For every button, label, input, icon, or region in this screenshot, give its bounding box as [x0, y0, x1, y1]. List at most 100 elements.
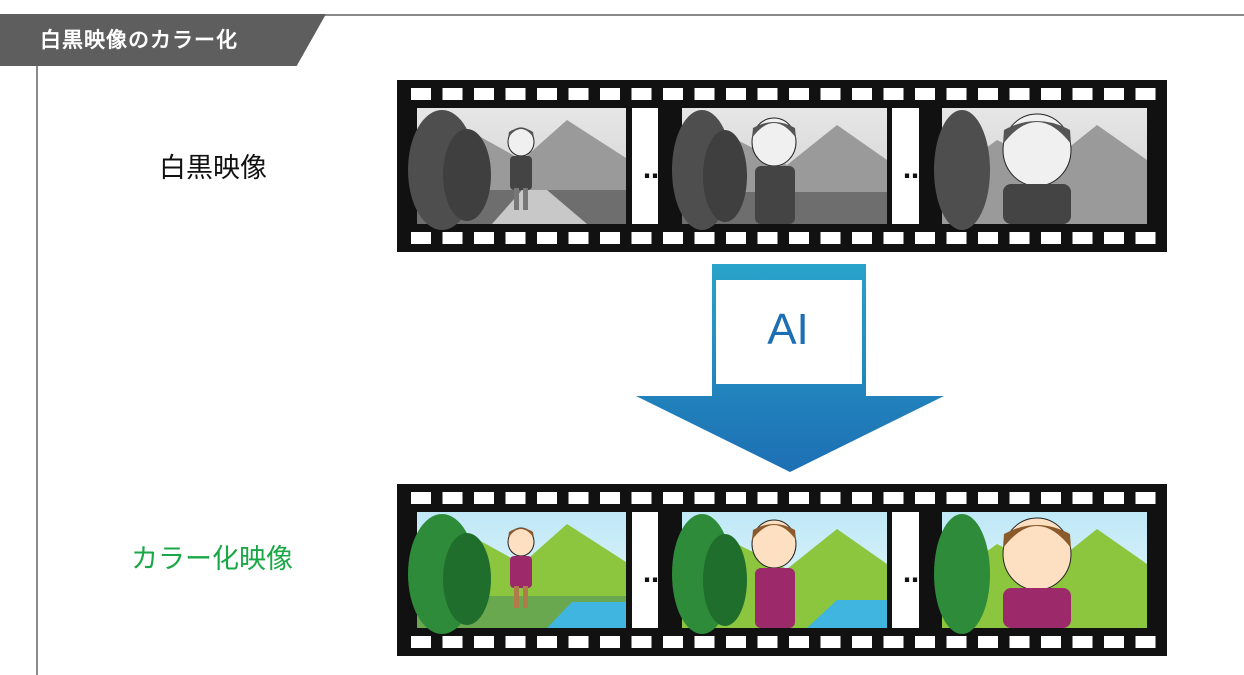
sprocket-hole — [474, 636, 494, 648]
sprocket-hole — [505, 232, 526, 244]
sprocket-hole — [915, 636, 935, 648]
sprocket-hole — [883, 232, 904, 244]
sprocket-hole — [631, 492, 652, 504]
sprocket-hole — [820, 232, 841, 244]
sprocket-hole — [411, 636, 431, 648]
sprocket-hole — [1135, 232, 1156, 244]
sprocket-hole — [568, 636, 589, 648]
color-gap-1 — [632, 512, 658, 628]
sprocket-hole — [883, 636, 904, 648]
color-person-2 — [751, 519, 797, 628]
sprocket-hole — [726, 636, 746, 648]
section-title: 白黒映像のカラー化 — [40, 28, 238, 52]
sprocket-hole — [1135, 636, 1156, 648]
sprocket-hole — [946, 232, 967, 244]
sprocket-hole — [883, 88, 904, 100]
sprocket-hole — [1009, 636, 1030, 648]
sprocket-hole — [1072, 232, 1093, 244]
sprocket-hole — [978, 636, 998, 648]
sprocket-hole — [789, 636, 809, 648]
sprocket-hole — [1009, 492, 1030, 504]
color-video-label: カラー化映像 — [131, 544, 293, 575]
sprocket-hole — [852, 232, 872, 244]
bw-ellipsis-2: … — [903, 156, 927, 184]
sprocket-hole — [789, 232, 809, 244]
color-gap-2 — [892, 512, 919, 628]
sprocket-hole — [1041, 636, 1061, 648]
sprocket-hole — [820, 492, 841, 504]
color-frame-3 — [934, 512, 1147, 634]
color-frame-1 — [408, 512, 626, 634]
sprocket-hole — [663, 492, 683, 504]
sprocket-hole — [1041, 492, 1061, 504]
sprocket-hole — [537, 636, 557, 648]
sprocket-hole — [820, 88, 841, 100]
sprocket-hole — [600, 88, 620, 100]
sprocket-hole — [694, 636, 715, 648]
sprocket-hole — [505, 492, 526, 504]
sprocket-hole — [946, 636, 967, 648]
sprocket-hole — [1104, 636, 1124, 648]
sprocket-hole — [694, 232, 715, 244]
sprocket-hole — [537, 88, 557, 100]
color-person-3 — [1002, 517, 1072, 628]
sprocket-hole — [442, 232, 463, 244]
sprocket-hole — [600, 232, 620, 244]
section-header-tab — [0, 14, 326, 66]
frame-left-line — [36, 64, 38, 675]
sprocket-hole — [568, 492, 589, 504]
sprocket-hole — [883, 492, 904, 504]
sprocket-hole — [474, 232, 494, 244]
sprocket-hole — [852, 636, 872, 648]
sprocket-hole — [1041, 232, 1061, 244]
sprocket-hole — [946, 492, 967, 504]
sprocket-hole — [915, 88, 935, 100]
sprocket-hole — [820, 636, 841, 648]
bw-person-3 — [1002, 113, 1072, 224]
sprocket-hole — [694, 88, 715, 100]
bw-frame-1 — [408, 108, 626, 230]
bw-gap-2 — [892, 108, 919, 224]
color-ellipsis-2: … — [903, 560, 927, 588]
sprocket-hole — [694, 492, 715, 504]
sprocket-hole — [505, 636, 526, 648]
sprocket-hole — [442, 636, 463, 648]
sprocket-hole — [852, 88, 872, 100]
sprocket-hole — [411, 88, 431, 100]
bw-video-label: 白黒映像 — [159, 153, 267, 184]
sprocket-hole — [600, 636, 620, 648]
color-person-1 — [507, 527, 535, 608]
sprocket-hole — [1009, 88, 1030, 100]
bw-person-1 — [507, 127, 535, 210]
sprocket-hole — [631, 232, 652, 244]
sprocket-hole — [757, 492, 778, 504]
sprocket-hole — [852, 492, 872, 504]
sprocket-hole — [915, 492, 935, 504]
sprocket-hole — [568, 88, 589, 100]
sprocket-hole — [978, 232, 998, 244]
sprocket-hole — [537, 492, 557, 504]
sprocket-hole — [568, 232, 589, 244]
color-frame-2 — [672, 512, 887, 634]
sprocket-hole — [474, 492, 494, 504]
sprocket-hole — [915, 232, 935, 244]
sprocket-hole — [757, 232, 778, 244]
sprocket-hole — [411, 232, 431, 244]
sprocket-hole — [978, 492, 998, 504]
sprocket-hole — [663, 232, 683, 244]
sprocket-hole — [1104, 232, 1124, 244]
sprocket-hole — [411, 492, 431, 504]
bw-person-2 — [751, 117, 797, 224]
bw-gap-1 — [632, 108, 658, 224]
frame-top-line — [0, 14, 1244, 16]
sprocket-hole — [726, 88, 746, 100]
ai-conversion-arrow — [636, 264, 944, 476]
sprocket-hole — [505, 88, 526, 100]
sprocket-hole — [1041, 88, 1061, 100]
sprocket-hole — [1072, 492, 1093, 504]
color-ellipsis-1: … — [643, 560, 667, 588]
sprocket-hole — [726, 492, 746, 504]
bw-film-strip: … … — [397, 80, 1167, 252]
sprocket-hole — [1104, 492, 1124, 504]
sprocket-hole — [663, 636, 683, 648]
